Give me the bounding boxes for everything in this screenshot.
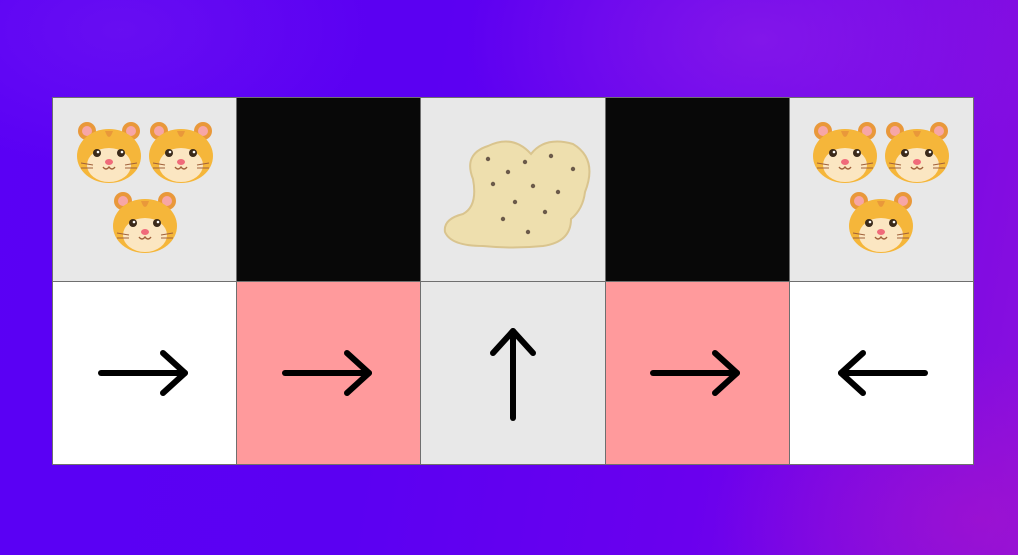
bread-icon [443,140,591,249]
game-board [52,97,974,465]
arrow-right-icon [281,349,372,396]
hamster-icon [147,121,215,185]
hamster-icon [883,121,951,185]
hamster-group [75,119,215,259]
arrow-right-icon [97,349,188,396]
cell-arrow-4[interactable] [605,281,789,464]
hamster-icon [75,121,143,185]
cell-bread[interactable] [421,98,605,281]
hamster-icon [111,191,179,255]
arrow-left-icon [838,349,929,396]
hamster-icon [847,191,915,255]
arrow-right-icon [650,349,741,396]
cell-hamsters-left[interactable] [53,98,237,281]
arrow-up-icon [489,327,536,421]
hamster-icon [811,121,879,185]
cell-arrow-5[interactable] [789,281,973,464]
hamster-group [811,119,951,259]
cell-wall [605,98,789,281]
cell-hamsters-right[interactable] [789,98,973,281]
cell-wall [237,98,421,281]
cell-arrow-1[interactable] [53,281,237,464]
cell-arrow-2[interactable] [237,281,421,464]
cell-arrow-3[interactable] [421,281,605,464]
